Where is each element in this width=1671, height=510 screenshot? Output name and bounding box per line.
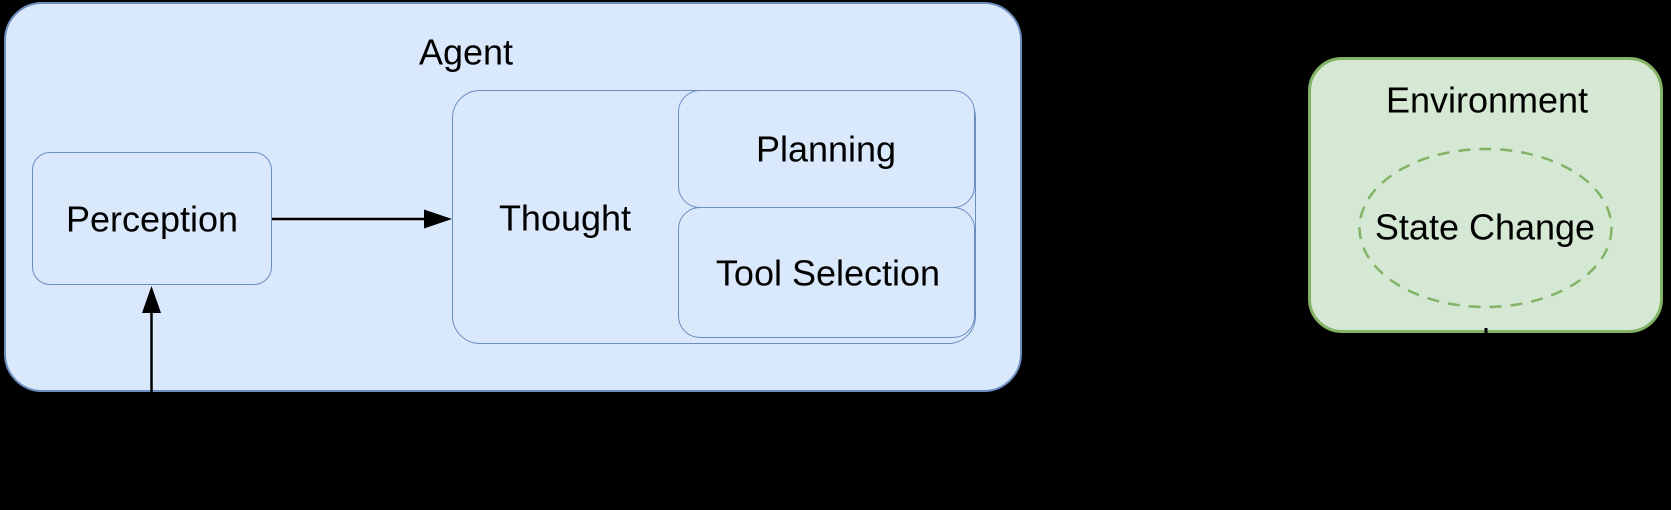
agent-label: Agent <box>418 31 514 73</box>
planning-label: Planning <box>755 128 897 170</box>
planning-box <box>678 90 975 208</box>
tool-selection-label: Tool Selection <box>715 252 941 294</box>
perception-label: Perception <box>65 198 239 240</box>
environment-label: Environment <box>1385 79 1589 121</box>
perception-box <box>32 152 272 285</box>
thought-label: Thought <box>498 197 632 239</box>
tool-selection-box <box>678 207 975 338</box>
state-change-label: State Change <box>1374 206 1596 248</box>
